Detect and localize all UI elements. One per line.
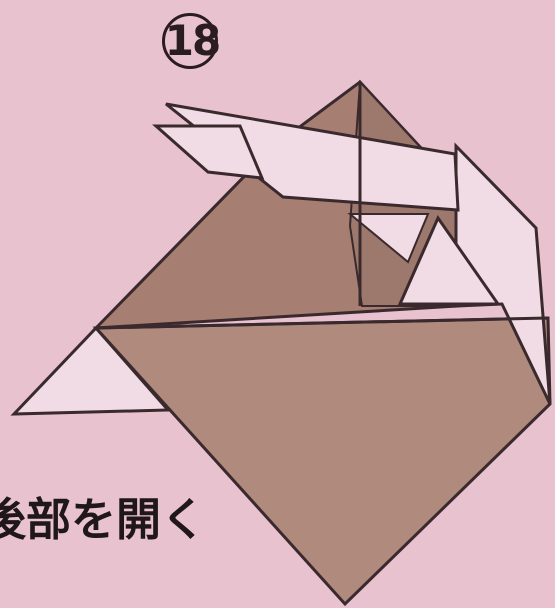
instruction-caption: 後部を開く: [0, 494, 207, 546]
lower-white-ear: [152, 124, 265, 180]
step-number: 18: [159, 13, 225, 69]
diagram-crease-line: [95, 316, 549, 330]
center-white-triangle: [397, 214, 501, 306]
inner-white-flap: [347, 213, 430, 264]
colored-body-lower: [92, 316, 552, 607]
